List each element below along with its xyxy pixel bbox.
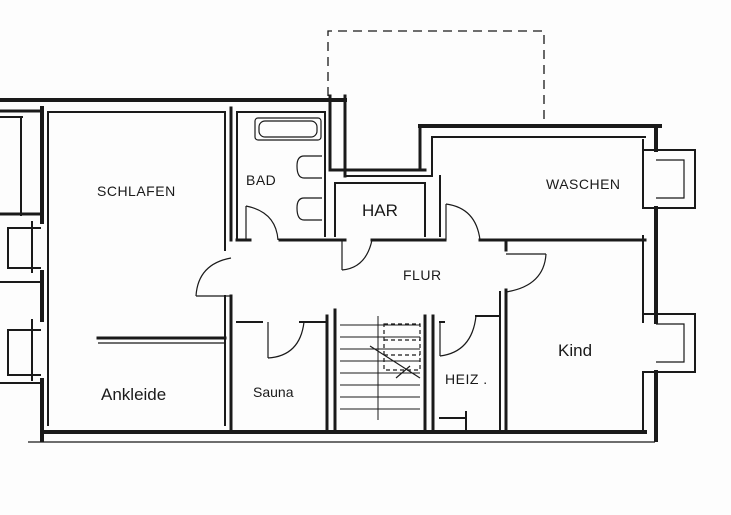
room-label-schlafen: SCHLAFEN — [97, 183, 176, 199]
room-label-flur: FLUR — [403, 267, 442, 283]
bathtub — [254, 117, 322, 141]
room-label-heiz: HEIZ . — [445, 371, 488, 387]
interior-walls — [47, 106, 647, 434]
room-label-kind: Kind — [558, 341, 592, 360]
terrace-outline — [327, 30, 545, 124]
room-label-waschen: WASCHEN — [546, 176, 621, 192]
room-label-ankleide: Ankleide — [101, 385, 166, 404]
door-swings — [195, 203, 547, 359]
room-labels: SCHLAFEN BAD HAR WASCHEN FLUR Kind HEIZ … — [97, 172, 621, 404]
washbasins — [296, 155, 322, 221]
outer-walls — [0, 94, 696, 443]
room-label-sauna: Sauna — [253, 384, 294, 400]
staircase — [340, 316, 421, 420]
room-label-har: HAR — [362, 201, 398, 220]
room-label-bad: BAD — [246, 172, 276, 188]
